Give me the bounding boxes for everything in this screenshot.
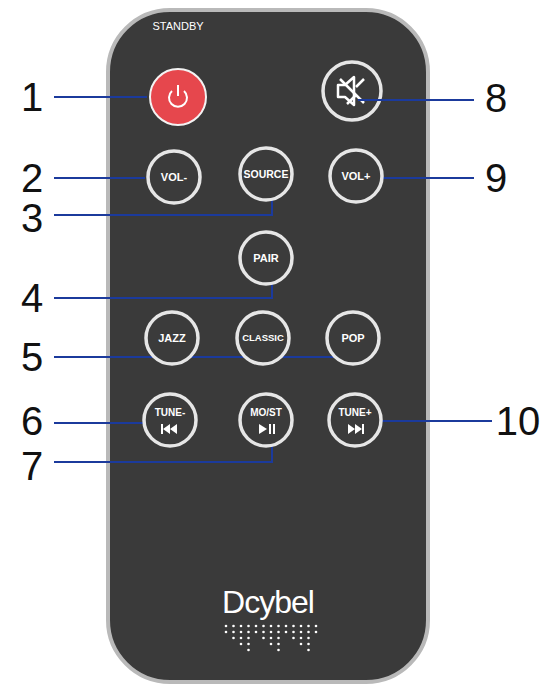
callout-number: 6 — [21, 401, 43, 441]
button-label: TUNE+ — [338, 408, 371, 418]
button-label: POP — [341, 333, 364, 344]
standby-button: STANDBY — [148, 67, 208, 127]
button-label: JAZZ — [158, 333, 186, 344]
button-outline — [148, 67, 208, 127]
button-heading: STANDBY — [152, 21, 203, 32]
callout-number: 5 — [21, 337, 43, 377]
callout-number: 10 — [496, 401, 541, 441]
volume-down-button: VOL- — [146, 149, 202, 205]
callout-number: 3 — [21, 198, 43, 238]
jazz-button: JAZZ — [144, 310, 200, 366]
leader-lines — [54, 97, 492, 462]
volume-up-button: VOL+ — [328, 148, 384, 204]
mute-button — [323, 62, 381, 120]
remote-body — [108, 10, 428, 682]
brand-logo: Dcybel — [222, 586, 314, 618]
callout-number: 2 — [21, 158, 43, 198]
button-label: VOL+ — [341, 171, 370, 182]
button-label: CLASSIC — [242, 333, 284, 343]
button-outline — [327, 392, 383, 448]
button-outline — [238, 392, 294, 448]
pair-button: PAIR — [238, 230, 294, 286]
classic-button: CLASSIC — [235, 310, 291, 366]
mono-stereo-button: MO/ST — [238, 392, 294, 448]
callout-number: 9 — [485, 158, 507, 198]
button-label: TUNE- — [155, 408, 186, 418]
button-label: MO/ST — [250, 408, 282, 418]
callout-number: 7 — [21, 446, 43, 486]
callout-number: 1 — [21, 77, 43, 117]
button-label: SOURCE — [244, 169, 289, 180]
button-outline — [142, 392, 198, 448]
callout-number: 8 — [485, 78, 507, 118]
pop-button: POP — [325, 310, 381, 366]
callout-number: 4 — [21, 278, 43, 318]
logo-dots — [225, 625, 318, 652]
button-label: VOL- — [161, 172, 187, 183]
source-button: SOURCE — [238, 146, 294, 202]
button-label: PAIR — [253, 253, 278, 264]
tune-up-button: TUNE+ — [327, 392, 383, 448]
tune-down-button: TUNE- — [142, 392, 198, 448]
